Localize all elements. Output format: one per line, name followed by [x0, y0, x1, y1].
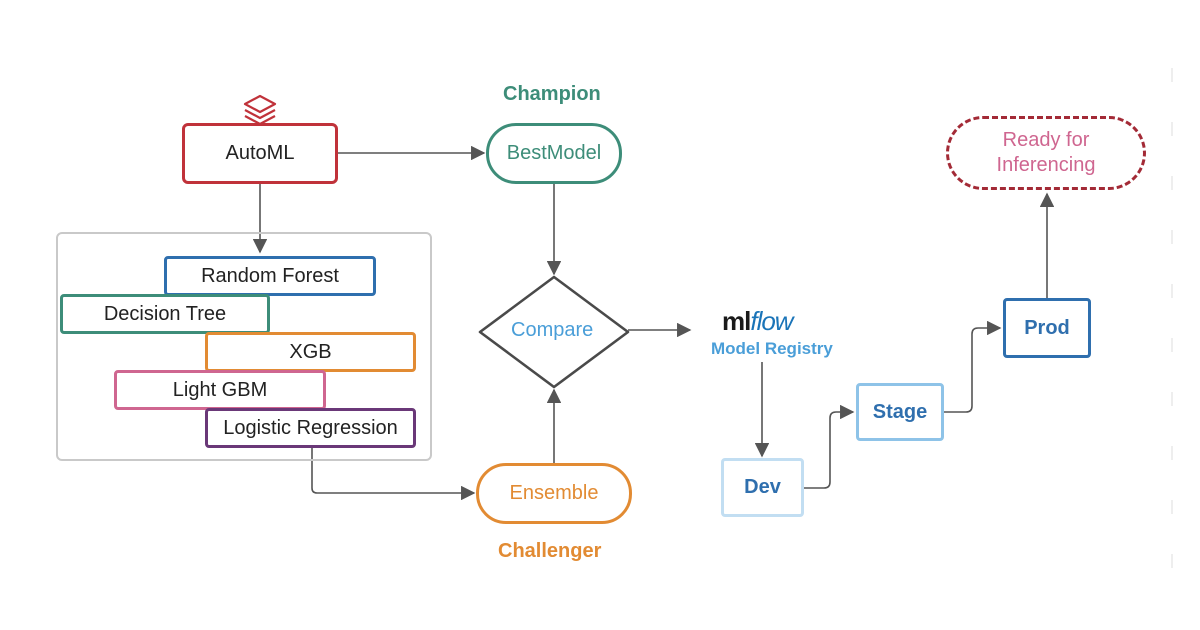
- compare-diamond[interactable]: [478, 275, 630, 389]
- compare-label: Compare: [511, 319, 594, 341]
- model-registry-label: Model Registry: [711, 339, 833, 358]
- logistic-regression-node[interactable]: Logistic Regression: [205, 408, 416, 448]
- champion-title: Champion: [503, 83, 601, 105]
- prod-node[interactable]: Prod: [1003, 298, 1091, 358]
- ready-line-1: Ready for: [1002, 129, 1090, 151]
- logistic-regression-label: Logistic Regression: [223, 416, 398, 439]
- bestmodel-label: BestModel: [506, 142, 602, 164]
- stage-label: Stage: [872, 400, 928, 423]
- dev-node[interactable]: Dev: [721, 458, 804, 517]
- light-gbm-label: Light GBM: [172, 378, 268, 401]
- random-forest-node[interactable]: Random Forest: [164, 256, 376, 296]
- decision-tree-node[interactable]: Decision Tree: [60, 294, 270, 334]
- models-container: [56, 232, 432, 461]
- random-forest-label: Random Forest: [201, 264, 339, 287]
- challenger-title: Challenger: [498, 540, 602, 562]
- bestmodel-node[interactable]: BestModel: [486, 123, 622, 184]
- edge-dashed-divider: [1171, 68, 1173, 588]
- automl-node[interactable]: AutoML: [182, 123, 338, 184]
- ensemble-label: Ensemble: [509, 482, 599, 504]
- arrow-stage-to-prod: [944, 320, 1002, 413]
- dev-label: Dev: [744, 476, 781, 498]
- prod-label: Prod: [1024, 316, 1070, 339]
- stage-node[interactable]: Stage: [856, 383, 944, 441]
- ready-line-2: Inferencing: [996, 154, 1096, 176]
- ready-for-inferencing-node[interactable]: Ready for Inferencing: [946, 116, 1146, 190]
- databricks-layers-icon: [243, 94, 277, 126]
- decision-tree-label: Decision Tree: [103, 302, 227, 325]
- light-gbm-node[interactable]: Light GBM: [114, 370, 326, 410]
- mlflow-logo-ml: ml: [722, 306, 751, 336]
- ensemble-node[interactable]: Ensemble: [476, 463, 632, 524]
- xgb-node[interactable]: XGB: [205, 332, 416, 372]
- automl-label: AutoML: [225, 142, 295, 164]
- mlflow-logo: mlflow: [722, 306, 794, 337]
- arrow-dev-to-stage: [804, 404, 855, 489]
- xgb-label: XGB: [289, 340, 332, 363]
- mlflow-logo-flow: flow: [750, 306, 793, 336]
- arrow-models-to-ensemble: [311, 447, 476, 501]
